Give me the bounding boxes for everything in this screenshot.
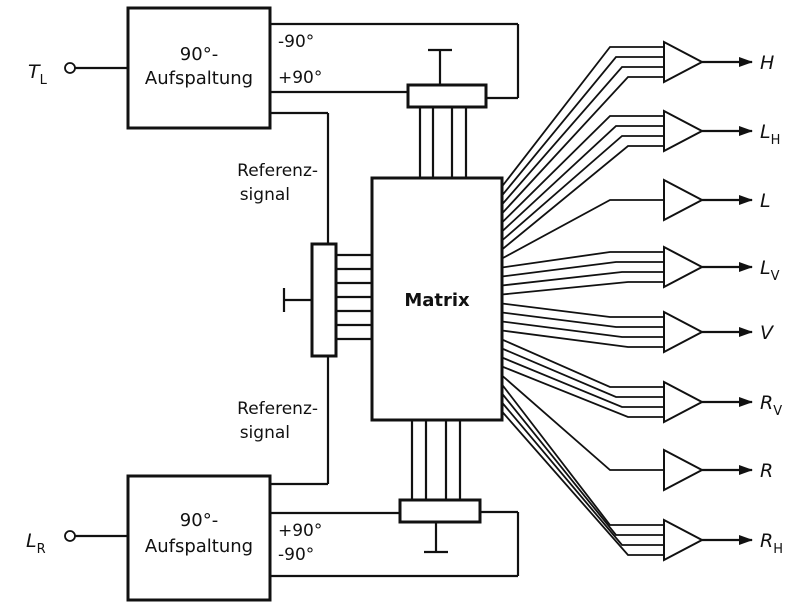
- fan-wire: [501, 392, 664, 536]
- input-top-label: TL: [28, 61, 48, 88]
- fan-wire: [501, 135, 664, 242]
- splitter-bottom-box: [126, 474, 272, 602]
- fan-wire: [501, 365, 664, 418]
- bus-top: [418, 107, 468, 178]
- fan-wire: [501, 383, 664, 526]
- fan-wire: [501, 401, 664, 546]
- bus-bottom: [410, 420, 462, 500]
- splitter-top-line1: 90°-: [180, 44, 218, 65]
- fan-wire: [501, 251, 664, 269]
- input-bottom-label: LR: [26, 530, 46, 557]
- reference-bottom-line2: signal: [240, 423, 290, 443]
- amplifier-3: [663, 178, 705, 222]
- potentiometer-top: [406, 83, 488, 109]
- fan-wire: [501, 320, 664, 338]
- fan-wire: [501, 302, 664, 318]
- fan-wire: [501, 56, 664, 197]
- fan-wire: [501, 329, 664, 348]
- splitter-bottom-line1: 90°-: [180, 510, 218, 531]
- output-label: L: [760, 190, 771, 212]
- matrix-box: [370, 176, 504, 422]
- potentiometer-bottom: [398, 498, 482, 524]
- fan-wire: [501, 347, 664, 398]
- phase-bottom-plus: +90°: [278, 521, 322, 541]
- fan-wire: [501, 281, 664, 296]
- output-label: LV: [760, 257, 780, 284]
- amplifier-4: [663, 245, 705, 289]
- splitter-top-box: [126, 6, 272, 130]
- amplifier-1: [663, 40, 705, 84]
- output-label: RH: [760, 530, 783, 557]
- bus-left: [336, 253, 372, 341]
- amplifier-6: [663, 380, 705, 424]
- reference-bottom-line1: Referenz-: [237, 399, 318, 419]
- phase-top-minus: -90°: [278, 32, 314, 52]
- amplifier-8: [663, 518, 705, 562]
- fan-wire: [501, 338, 664, 388]
- input-top-terminal: [64, 62, 76, 74]
- output-label: RV: [760, 392, 782, 419]
- fan-wire: [501, 261, 664, 278]
- output-label: V: [760, 322, 775, 344]
- amplifier-2: [663, 109, 705, 153]
- output-label: LH: [760, 121, 780, 148]
- output-label: H: [760, 52, 774, 74]
- fan-wire: [501, 356, 664, 408]
- splitter-top-line2: Aufspaltung: [145, 68, 253, 89]
- fan-wire: [501, 374, 664, 471]
- fan-wire: [501, 145, 664, 251]
- amplifier-5: [663, 310, 705, 354]
- fan-wire: [501, 271, 664, 287]
- fan-wire: [501, 199, 664, 260]
- fan-wire: [501, 76, 664, 215]
- fan-wire: [501, 311, 664, 328]
- phase-bottom-minus: -90°: [278, 545, 314, 565]
- reference-top-line2: signal: [240, 185, 290, 205]
- phase-top-plus: +90°: [278, 68, 322, 88]
- matrix-label: Matrix: [404, 290, 470, 311]
- fan-wire: [501, 46, 664, 188]
- input-top: TL: [28, 61, 128, 88]
- output-label: R: [760, 460, 773, 482]
- fan-wire: [501, 115, 664, 224]
- fan-out-wires: [501, 46, 664, 556]
- splitter-bottom-line2: Aufspaltung: [145, 536, 253, 557]
- reference-top-line1: Referenz-: [237, 161, 318, 181]
- fan-wire: [501, 410, 664, 556]
- fan-wire: [501, 125, 664, 233]
- input-bottom: LR: [26, 530, 128, 557]
- amplifier-7: [663, 448, 705, 492]
- fan-wire: [501, 66, 664, 206]
- output-amplifiers: H LH L LV V RV R RH: [663, 40, 783, 562]
- potentiometer-left: [310, 242, 338, 358]
- input-bottom-terminal: [64, 530, 76, 542]
